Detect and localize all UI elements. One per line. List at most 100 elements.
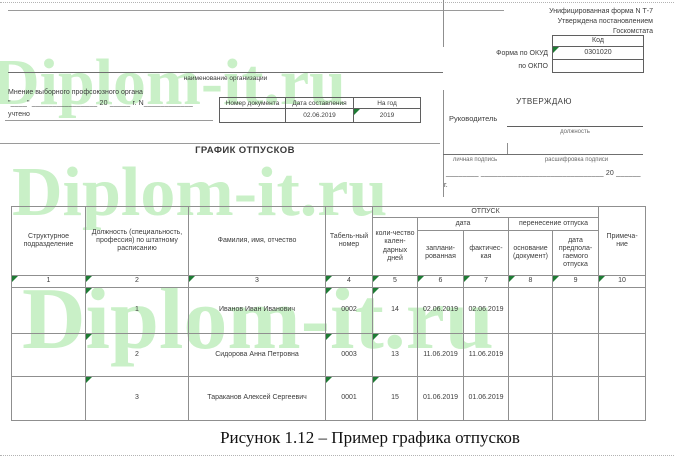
column-number-cell: 8 bbox=[508, 275, 553, 288]
table-cell bbox=[11, 287, 86, 334]
table-cell bbox=[508, 376, 553, 421]
form-id-line1: Унифицированная форма N Т-7 bbox=[549, 8, 653, 15]
position-signature-line bbox=[507, 114, 643, 127]
okpo-value-cell bbox=[552, 60, 644, 73]
doc-number-header: Номер документа bbox=[219, 97, 286, 109]
doc-date-value: 02.06.2019 bbox=[285, 108, 354, 123]
page-title: ГРАФИК ОТПУСКОВ bbox=[195, 145, 295, 156]
position-label: должность bbox=[560, 129, 590, 135]
table-cell: Тараканов Алексей Сергеевич bbox=[188, 376, 326, 421]
title-row-line bbox=[0, 143, 440, 144]
approve-title: УТВЕРЖДАЮ bbox=[516, 97, 572, 106]
column-number-cell: 3 bbox=[188, 275, 326, 288]
union-underline bbox=[5, 120, 213, 121]
table-cell bbox=[551, 287, 600, 334]
header-calendar-days: коли-чество кален-дарных дней bbox=[372, 217, 418, 276]
table-cell bbox=[11, 376, 86, 421]
table-cell bbox=[598, 376, 647, 421]
header-proposed-date: дата предпола-гаемого отпуска bbox=[551, 230, 600, 276]
doc-info-header-row: Номер документа Дата составления На год bbox=[219, 97, 421, 109]
table-cell: Сидорова Анна Петровна bbox=[188, 333, 326, 377]
union-opinion-line1: Мнение выборного профсоюзного органа bbox=[8, 89, 143, 96]
table-cell: 0001 bbox=[325, 376, 373, 421]
organization-name-label: наименование организации bbox=[183, 75, 268, 82]
table-cell: 13 bbox=[372, 333, 418, 377]
okud-value: 0301020 bbox=[584, 49, 612, 56]
table-cell bbox=[598, 333, 647, 377]
table-cell: 3 bbox=[85, 376, 189, 421]
okpo-label: по ОКПО bbox=[518, 63, 548, 70]
approve-block-divider bbox=[443, 90, 444, 197]
table-cell bbox=[508, 287, 553, 334]
doc-year-header: На год bbox=[353, 97, 421, 109]
code-header-cell: Код bbox=[552, 35, 644, 47]
top-rule bbox=[8, 10, 504, 11]
table-cell bbox=[11, 333, 86, 377]
column-number-cell: 10 bbox=[598, 275, 647, 288]
signature-row-divider bbox=[507, 143, 508, 154]
form-id-line3: Госкомстата bbox=[613, 28, 653, 35]
approve-head-label: Руководитель bbox=[449, 114, 498, 123]
table-cell: 15 bbox=[372, 376, 418, 421]
header-position: Должность (специальность, профессия) по … bbox=[85, 206, 189, 276]
table-cell: 11.06.2019 bbox=[417, 333, 464, 377]
header-row-group: Структурное подразделение Должность (спе… bbox=[11, 206, 647, 276]
union-opinion-line2: "____" ________________ 20 _____ г. N___… bbox=[8, 100, 194, 107]
header-full-name: Фамилия, имя, отчество bbox=[188, 206, 326, 276]
column-number-cell: 5 bbox=[372, 275, 418, 288]
doc-info-value-row: 02.06.2019 2019 bbox=[219, 108, 421, 123]
personal-signature-label: личная подпись bbox=[452, 157, 498, 163]
vacation-schedule-table: Структурное подразделение Должность (спе… bbox=[11, 206, 647, 421]
header-actual-date: фактичес-кая bbox=[463, 230, 509, 276]
approve-date-line: ________ ______________________________ … bbox=[446, 170, 641, 177]
header-personnel-number: Табель-ный номер bbox=[325, 206, 373, 276]
header-vacation-group: ОТПУСК bbox=[371, 206, 600, 218]
column-number-cell: 2 bbox=[85, 275, 189, 288]
column-number-cell: 7 bbox=[463, 275, 509, 288]
header-structural-unit: Структурное подразделение bbox=[11, 206, 86, 276]
form-info-divider bbox=[443, 0, 444, 47]
table-cell: 2 bbox=[85, 333, 189, 377]
union-opinion-line3: учтено bbox=[8, 111, 30, 118]
header-date-group: дата bbox=[417, 217, 509, 231]
table-cell: 14 bbox=[372, 287, 418, 334]
header-transfer-group: перенесение отпуска bbox=[507, 217, 600, 231]
document-info-table: Номер документа Дата составления На год … bbox=[219, 97, 421, 123]
signature-decode-label: расшифровка подписи bbox=[544, 157, 609, 163]
okud-label: Форма по ОКУД bbox=[496, 50, 548, 57]
table-cell: 02.06.2019 bbox=[463, 287, 509, 334]
table-cell bbox=[508, 333, 553, 377]
table-cell: 11.06.2019 bbox=[463, 333, 509, 377]
form-id-line2: Утверждена постановлением bbox=[557, 18, 653, 25]
table-cell bbox=[551, 333, 600, 377]
header-note: Примеча-ние bbox=[598, 206, 647, 276]
header-transfer-basis: основание (документ) bbox=[508, 230, 553, 276]
page-break-line-bottom bbox=[0, 455, 674, 456]
table-cell: 01.06.2019 bbox=[417, 376, 464, 421]
header-planned-date: заплани-рованная bbox=[417, 230, 464, 276]
organization-name-line bbox=[8, 72, 443, 73]
code-label: Код bbox=[592, 37, 604, 44]
table-cell: 0003 bbox=[325, 333, 373, 377]
table-cell: 01.06.2019 bbox=[463, 376, 509, 421]
column-number-cell: 6 bbox=[417, 275, 464, 288]
table-cell: 02.06.2019 bbox=[417, 287, 464, 334]
page-break-line-top bbox=[0, 2, 674, 3]
table-cell: Иванов Иван Иванович bbox=[188, 287, 326, 334]
table-cell bbox=[551, 376, 600, 421]
form-id-block: Унифицированная форма N Т-7 Утверждена п… bbox=[420, 7, 653, 37]
okud-value-cell: 0301020 bbox=[552, 47, 644, 60]
table-cell bbox=[598, 287, 647, 334]
doc-date-header: Дата составления bbox=[285, 97, 354, 109]
approve-year-suffix: г. bbox=[444, 182, 448, 189]
column-number-cell: 9 bbox=[551, 275, 600, 288]
signature-row-line bbox=[443, 154, 643, 155]
column-number-cell: 4 bbox=[325, 275, 373, 288]
figure-caption: Рисунок 1.12 – Пример графика отпусков bbox=[220, 428, 520, 447]
